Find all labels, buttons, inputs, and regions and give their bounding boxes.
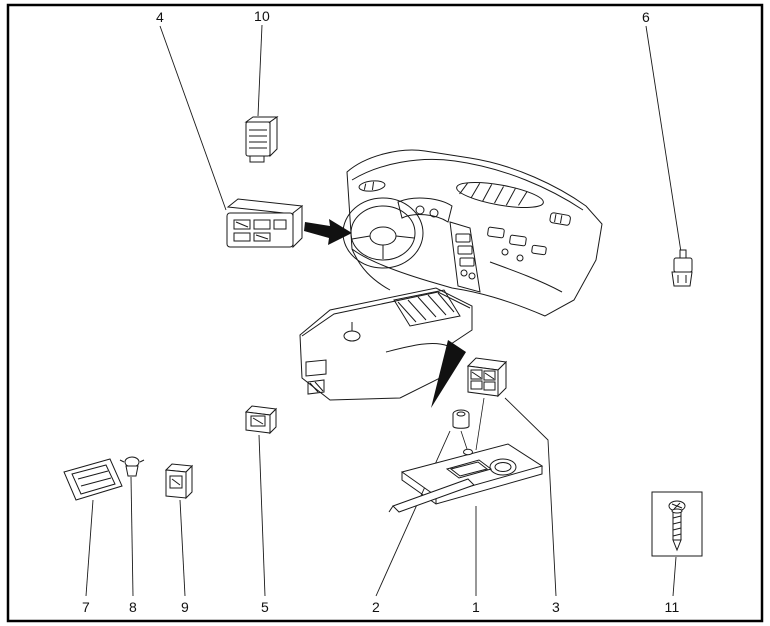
armrest-line	[385, 343, 449, 353]
leader-lines	[85, 24, 682, 597]
instrument-cluster	[397, 197, 453, 223]
part-10-switch	[244, 116, 279, 163]
dash-buttons	[487, 212, 571, 293]
part-11-screw-box	[651, 491, 703, 557]
side-vent	[358, 180, 386, 192]
dashboard-cowl-line	[351, 158, 584, 211]
callout-label-1: 1	[472, 599, 480, 615]
part-8-bulb-socket	[119, 456, 145, 477]
diagram-border-frame	[6, 3, 764, 623]
part-6-stop-lamp-switch	[671, 249, 693, 287]
center-stack	[449, 221, 481, 293]
direction-arrow-lower	[431, 340, 466, 408]
leader-line-9	[179, 499, 186, 597]
callout-label-8: 8	[129, 599, 137, 615]
leader-line-6	[645, 25, 682, 253]
part-3-switch-pack	[466, 357, 508, 398]
leader-line-10	[257, 24, 263, 117]
screw-icon	[668, 500, 686, 552]
leader-line-8	[130, 476, 134, 597]
part-7-lamp	[63, 458, 123, 501]
cup-holder-opening	[489, 458, 517, 476]
callout-label-2: 2	[372, 599, 380, 615]
part-4-switch-panel	[226, 198, 304, 249]
part-2-power-socket	[452, 409, 470, 429]
part-5-rocker-switch	[244, 405, 278, 435]
direction-arrow-upper	[304, 219, 352, 245]
steering-wheel	[342, 197, 424, 269]
mounting-bracket	[392, 478, 475, 513]
callout-label-7: 7	[82, 599, 90, 615]
assembly-guide-lines	[460, 397, 485, 453]
leader-line-2	[375, 430, 451, 597]
defroster-vent	[456, 182, 544, 208]
callout-label-4: 4	[156, 9, 164, 25]
callout-label-5: 5	[261, 599, 269, 615]
part-9-switch	[164, 463, 194, 500]
knee-bolster-line	[351, 248, 391, 291]
console-front-hatch	[307, 379, 325, 395]
leader-line-3	[504, 397, 557, 597]
callout-label-6: 6	[642, 9, 650, 25]
callout-label-10: 10	[254, 8, 270, 24]
gear-shifter	[343, 330, 361, 342]
part-1-console-trim-plate	[388, 443, 544, 513]
console-side-pocket	[305, 359, 327, 377]
dashboard-outline	[346, 149, 603, 317]
leader-line-4	[159, 25, 227, 211]
glovebox-line	[489, 261, 563, 293]
callout-label-11: 11	[664, 599, 680, 615]
callout-label-9: 9	[181, 599, 189, 615]
leader-line-11	[672, 556, 677, 597]
leader-line-7	[85, 499, 94, 597]
console-mount-hatch	[393, 289, 461, 327]
callout-label-3: 3	[552, 599, 560, 615]
leader-line-5	[258, 434, 266, 597]
switch-opening	[445, 459, 493, 479]
